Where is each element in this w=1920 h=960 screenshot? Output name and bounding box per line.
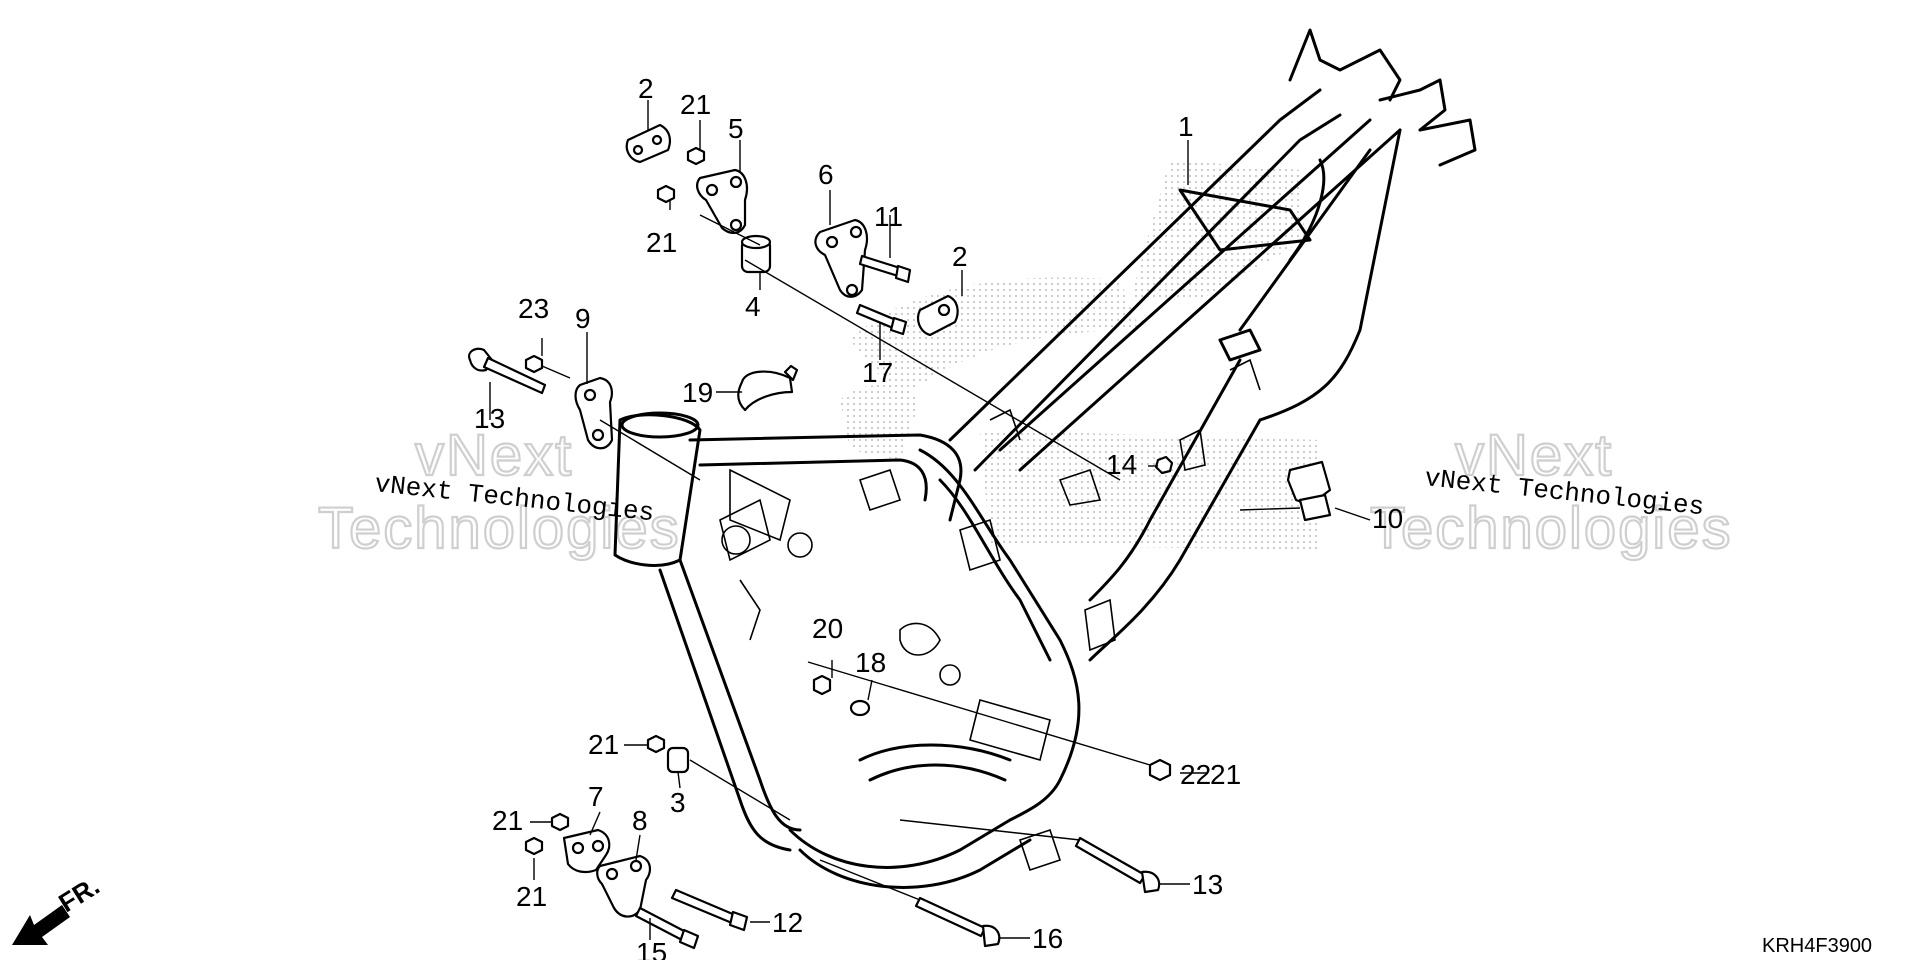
callout-10: 10 xyxy=(1372,503,1403,534)
svg-text:Technologies: Technologies xyxy=(318,496,681,561)
part-22-nut xyxy=(1148,758,1172,782)
callout-16: 16 xyxy=(1032,923,1063,954)
callout-8: 8 xyxy=(632,805,648,836)
part-9-bracket xyxy=(574,376,614,450)
leader-lines xyxy=(489,100,1371,940)
callout-14: 14 xyxy=(1106,449,1137,480)
part-14-bolt xyxy=(1154,455,1174,475)
part-2-lower-clamp xyxy=(916,294,959,337)
diagram-code: KRH4F3900 xyxy=(1762,935,1872,957)
part-12-bolt xyxy=(670,888,749,932)
front-direction-arrow-icon: FR. xyxy=(12,870,105,945)
part-15-bolt xyxy=(634,906,700,950)
callout-15: 15 xyxy=(636,937,667,960)
part-5-bracket xyxy=(696,168,749,234)
callout-13-upper: 13 xyxy=(474,403,505,434)
callout-20: 20 xyxy=(812,613,843,644)
watermark-right: vNext Technologies vNext Technologies xyxy=(1369,422,1733,562)
part-21-nut-upper-a xyxy=(686,146,706,166)
part-11-bolt xyxy=(858,254,912,284)
callout-5: 5 xyxy=(728,113,744,144)
main-frame xyxy=(613,28,1477,889)
callout-3: 3 xyxy=(670,787,686,818)
callout-21-f: 21 xyxy=(1210,759,1241,790)
part-21-nut-lower-c xyxy=(524,836,544,856)
callout-21-e: 21 xyxy=(516,881,547,912)
part-3-collar xyxy=(666,746,690,774)
callout-18: 18 xyxy=(855,647,886,678)
callout-9: 9 xyxy=(575,303,591,334)
callout-4: 4 xyxy=(745,291,761,322)
callout-23: 23 xyxy=(518,293,549,324)
part-20-nut xyxy=(812,674,832,696)
part-21-nut-upper-b xyxy=(656,184,676,204)
callout-19: 19 xyxy=(682,377,713,408)
part-13-lower-bolt xyxy=(1074,836,1161,894)
part-7-bracket xyxy=(562,828,611,874)
svg-text:vNext: vNext xyxy=(1455,423,1613,488)
part-17-bolt xyxy=(855,303,908,336)
part-21-nut-lower-a xyxy=(646,734,666,754)
part-19-clip xyxy=(737,364,799,412)
callout-21-a: 21 xyxy=(680,89,711,120)
svg-text:Technologies: Technologies xyxy=(1370,496,1733,561)
part-18-washer xyxy=(849,699,871,717)
callout-21-d: 21 xyxy=(492,805,523,836)
part-16-bolt xyxy=(914,896,1001,948)
svg-text:vNext: vNext xyxy=(415,423,573,488)
callout-6: 6 xyxy=(818,159,834,190)
callout-7: 7 xyxy=(588,781,604,812)
part-6-bracket xyxy=(814,218,869,298)
callout-21-b: 21 xyxy=(646,227,677,258)
part-23-bolt-head xyxy=(524,354,571,379)
callout-11: 11 xyxy=(874,201,903,232)
part-13-upper-bolt xyxy=(468,347,547,395)
callout-12: 12 xyxy=(772,907,803,938)
watermark-left: vNext Technologies vNext Technologies xyxy=(317,422,681,562)
callout-21-c: 21 xyxy=(588,729,619,760)
callouts: 1 2 2 3 4 5 6 7 8 9 10 11 12 13 13 14 15… xyxy=(474,73,1403,960)
part-2-upper-clamp xyxy=(625,123,671,164)
callout-22: 22 xyxy=(1180,759,1211,790)
callout-2-upper: 2 xyxy=(638,73,654,104)
callout-13-lower: 13 xyxy=(1192,869,1223,900)
part-10-clip xyxy=(1286,460,1332,522)
callout-2-lower: 2 xyxy=(952,241,968,272)
callout-17: 17 xyxy=(862,357,893,388)
callout-1: 1 xyxy=(1178,111,1194,142)
part-8-bracket xyxy=(596,854,652,918)
part-21-nut-lower-b xyxy=(550,812,570,832)
